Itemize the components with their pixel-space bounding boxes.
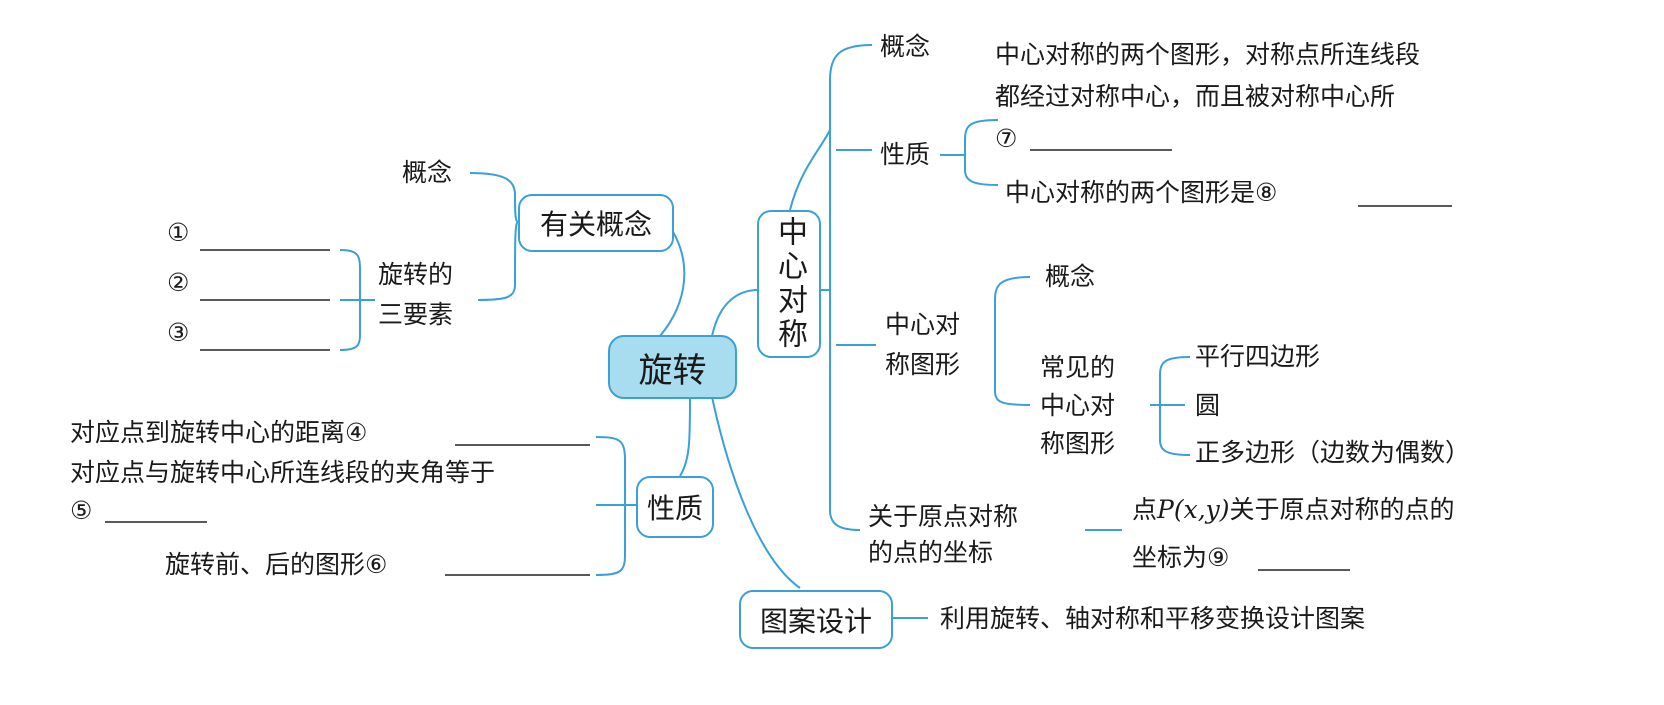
origin-text-2: 坐标为⑨ [1132,543,1230,572]
property-angle: 对应点与旋转中心所连线段的夹角等于 [70,458,496,487]
origin-text-1: 点P(x,y)关于原点对称的点的 [1132,497,1455,522]
property-shape: 旋转前、后的图形⑥ [165,550,388,579]
concept-label: 概念 [402,158,453,187]
origin-text-pre: 点 [1132,495,1158,524]
three-elements-line2: 三要素 [378,300,454,329]
property-distance: 对应点到旋转中心的距离④ [70,418,368,447]
common-item-circle: 圆 [1195,391,1221,420]
property-angle-blank: ⑤ [70,496,93,525]
central-topic-rotation: 旋转 [608,335,737,399]
three-elements-line1: 旋转的 [378,260,454,289]
cs-concept: 概念 [880,32,931,61]
design-text: 利用旋转、轴对称和平移变换设计图案 [940,604,1366,633]
cs-property-line1: 中心对称的两个图形，对称点所连线段 [995,40,1421,69]
common-item-polygon: 正多边形（边数为偶数） [1195,438,1471,467]
common-label-1: 常见的 [1040,353,1116,382]
blank-2: ② [167,268,190,297]
cs-figure-label-2: 称图形 [885,350,961,379]
node-properties: 性质 [636,476,714,538]
point-p-variable: P(x,y) [1157,495,1230,524]
node-central-symmetry: 中心对称 [757,210,821,358]
blank-1: ① [167,218,190,247]
origin-label-1: 关于原点对称 [868,502,1019,531]
cs-property-line2: 都经过对称中心，而且被对称中心所 [995,82,1396,111]
node-related-concepts: 有关概念 [518,194,674,252]
blank-3: ③ [167,318,190,347]
cs-figure-concept: 概念 [1045,262,1096,291]
cs-property-label: 性质 [880,140,931,169]
common-item-parallelogram: 平行四边形 [1195,342,1321,371]
common-label-3: 称图形 [1040,429,1116,458]
common-label-2: 中心对 [1040,391,1116,420]
cs-figure-label-1: 中心对 [885,310,961,339]
node-pattern-design: 图案设计 [739,590,893,649]
cs-property-2: 中心对称的两个图形是⑧ [1005,178,1278,207]
origin-label-2: 的点的坐标 [868,538,994,567]
origin-text-post: 关于原点对称的点的 [1229,495,1455,524]
cs-property-blank-7: ⑦ [995,124,1018,153]
